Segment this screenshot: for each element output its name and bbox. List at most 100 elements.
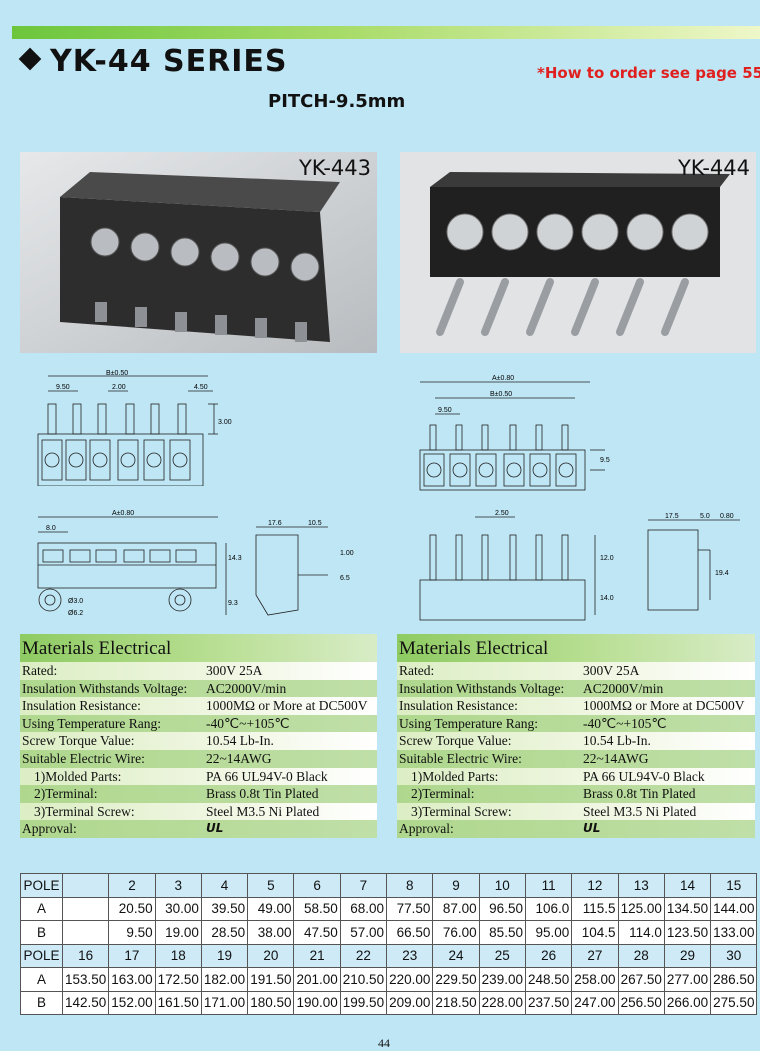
row-header-cell: POLE xyxy=(20,943,63,968)
dim-p-label: 8.0 xyxy=(46,525,56,532)
spec-key: 2)Terminal: xyxy=(34,786,98,802)
table-cell: 286.50 xyxy=(710,967,758,992)
spec-row: 1)Molded Parts:PA 66 UL94V-0 Black xyxy=(20,768,377,786)
dim-h-label: 3.00 xyxy=(218,419,232,426)
photo-yk-444: YK-444 xyxy=(400,152,756,353)
table-cell: 248.50 xyxy=(524,967,573,992)
spec-key: Screw Torque Value: xyxy=(399,733,512,749)
spec-row: 3)Terminal Screw: Steel M3.5 Ni Plated xyxy=(397,803,755,821)
table-cell: 125.00 xyxy=(617,896,665,921)
dim-d2-label: Ø6.2 xyxy=(68,610,83,617)
spec-key: 3)Terminal Screw: xyxy=(411,803,512,819)
dim-w2-label: 10.5 xyxy=(308,520,322,527)
dim-h3-label-right: 19.4 xyxy=(715,570,729,577)
spec-row: Rated:300V 25A xyxy=(397,662,755,680)
row-header-cell: A xyxy=(20,896,63,921)
ul-approval-icon: UL xyxy=(206,821,224,836)
dim-h3-label: 1.00 xyxy=(340,550,354,557)
table-cell: 277.00 xyxy=(663,967,712,992)
spec-value: Steel M3.5 Ni Plated xyxy=(583,803,697,819)
table-cell: 6 xyxy=(293,873,341,898)
dim-w1-label-right: 17.5 xyxy=(665,513,679,520)
spec-key: Approval: xyxy=(399,821,454,837)
dim-h1-label: 14.3 xyxy=(228,555,242,562)
yk-444-terminal-block-image xyxy=(400,152,756,353)
table-cell: 19.00 xyxy=(154,920,202,945)
table-cell: 267.50 xyxy=(617,967,665,992)
table-cell: 123.50 xyxy=(663,920,712,945)
table-cell: 30 xyxy=(710,943,758,968)
dim-a-label-right: A±0.80 xyxy=(492,375,514,382)
table-cell: 12 xyxy=(571,873,619,898)
table-cell: 163.00 xyxy=(108,967,156,992)
table-cell xyxy=(61,896,110,921)
dim-b-label-right: B±0.50 xyxy=(490,391,512,398)
photo-label-yk-444: YK-444 xyxy=(677,156,750,180)
table-cell: 191.50 xyxy=(247,967,295,992)
table-cell: 9.50 xyxy=(108,920,156,945)
dim-a-label: A±0.80 xyxy=(112,510,134,517)
table-cell: 134.50 xyxy=(663,896,712,921)
table-cell: 17 xyxy=(108,943,156,968)
table-cell: 256.50 xyxy=(617,990,665,1015)
table-cell: 106.0 xyxy=(524,896,573,921)
spec-value: AC2000V/min xyxy=(583,680,664,696)
dim-w2-label-right: 5.0 xyxy=(700,513,710,520)
pitch-label: PITCH-9.5mm xyxy=(268,91,406,112)
table-cell: 10 xyxy=(478,873,526,898)
table-cell: 201.00 xyxy=(293,967,341,992)
spec-value: -40℃~+105℃ xyxy=(583,715,667,731)
table-cell: 25 xyxy=(478,943,526,968)
table-cell: 27 xyxy=(571,943,619,968)
spec-row: Approval:UL xyxy=(20,820,377,838)
table-cell: 161.50 xyxy=(154,990,202,1015)
table-cell: 18 xyxy=(154,943,202,968)
spec-row: 3)Terminal Screw:Steel M3.5 Ni Plated xyxy=(20,803,377,821)
table-cell: 57.00 xyxy=(339,920,388,945)
row-header-cell: B xyxy=(20,920,63,945)
ul-approval-icon: UL xyxy=(583,821,601,836)
spec-row: Approval: UL xyxy=(397,820,755,838)
spec-key: Insulation Resistance: xyxy=(399,698,518,714)
table-cell: 96.50 xyxy=(478,896,526,921)
table-cell: 28.50 xyxy=(200,920,249,945)
photo-label-yk-443: YK-443 xyxy=(298,156,371,180)
spec-key: Suitable Electric Wire: xyxy=(399,750,522,766)
spec-row: Suitable Electric Wire:22~14AWG xyxy=(20,749,377,768)
yk-443-terminal-block-image xyxy=(20,152,377,353)
table-cell: 114.0 xyxy=(617,920,665,945)
series-title: YK-44 SERIES xyxy=(18,44,288,79)
table-cell: 266.00 xyxy=(663,990,712,1015)
dim-p3-label: 4.50 xyxy=(194,384,208,391)
table-cell: 237.50 xyxy=(524,990,573,1015)
spec-key: Suitable Electric Wire: xyxy=(22,750,145,766)
dim-p1-label: 9.50 xyxy=(56,384,70,391)
spec-value: PA 66 UL94V-0 Black xyxy=(583,768,705,784)
table-cell: 258.00 xyxy=(571,967,619,992)
spec-key: 2)Terminal: xyxy=(411,786,475,802)
table-cell: 152.00 xyxy=(108,990,156,1015)
table-cell: 20 xyxy=(247,943,295,968)
spec-value: 10.54 Lb-In. xyxy=(583,733,651,749)
drawing-yk-443-front-view: B±0.50 9.50 2.00 4.50 3.00 xyxy=(37,370,232,486)
order-note[interactable]: *How to order see page 55 xyxy=(537,64,760,82)
dim-h2-label-right: 14.0 xyxy=(600,595,614,602)
spec-key: 3)Terminal Screw: xyxy=(34,803,135,819)
spec-key: Screw Torque Value: xyxy=(22,733,135,749)
table-cell: 218.50 xyxy=(432,990,480,1015)
table-cell: 13 xyxy=(617,873,665,898)
spec-row: Using Temperature Rang:-40℃~+105℃ xyxy=(20,714,377,733)
dim-d1-label: Ø3.0 xyxy=(68,598,83,605)
table-cell: 172.50 xyxy=(154,967,202,992)
spec-key: Using Temperature Rang: xyxy=(399,715,539,731)
spec-value: 1000MΩ or More at DC500V xyxy=(206,698,368,714)
spec-key: Insulation Withstands Voltage: xyxy=(22,680,188,696)
table-cell: 171.00 xyxy=(200,990,249,1015)
spec-key: 1)Molded Parts: xyxy=(34,768,122,784)
table-cell: 20.50 xyxy=(108,896,156,921)
table-cell: 11 xyxy=(524,873,573,898)
table-cell: 38.00 xyxy=(247,920,295,945)
series-title-text: YK-44 SERIES xyxy=(50,44,288,79)
